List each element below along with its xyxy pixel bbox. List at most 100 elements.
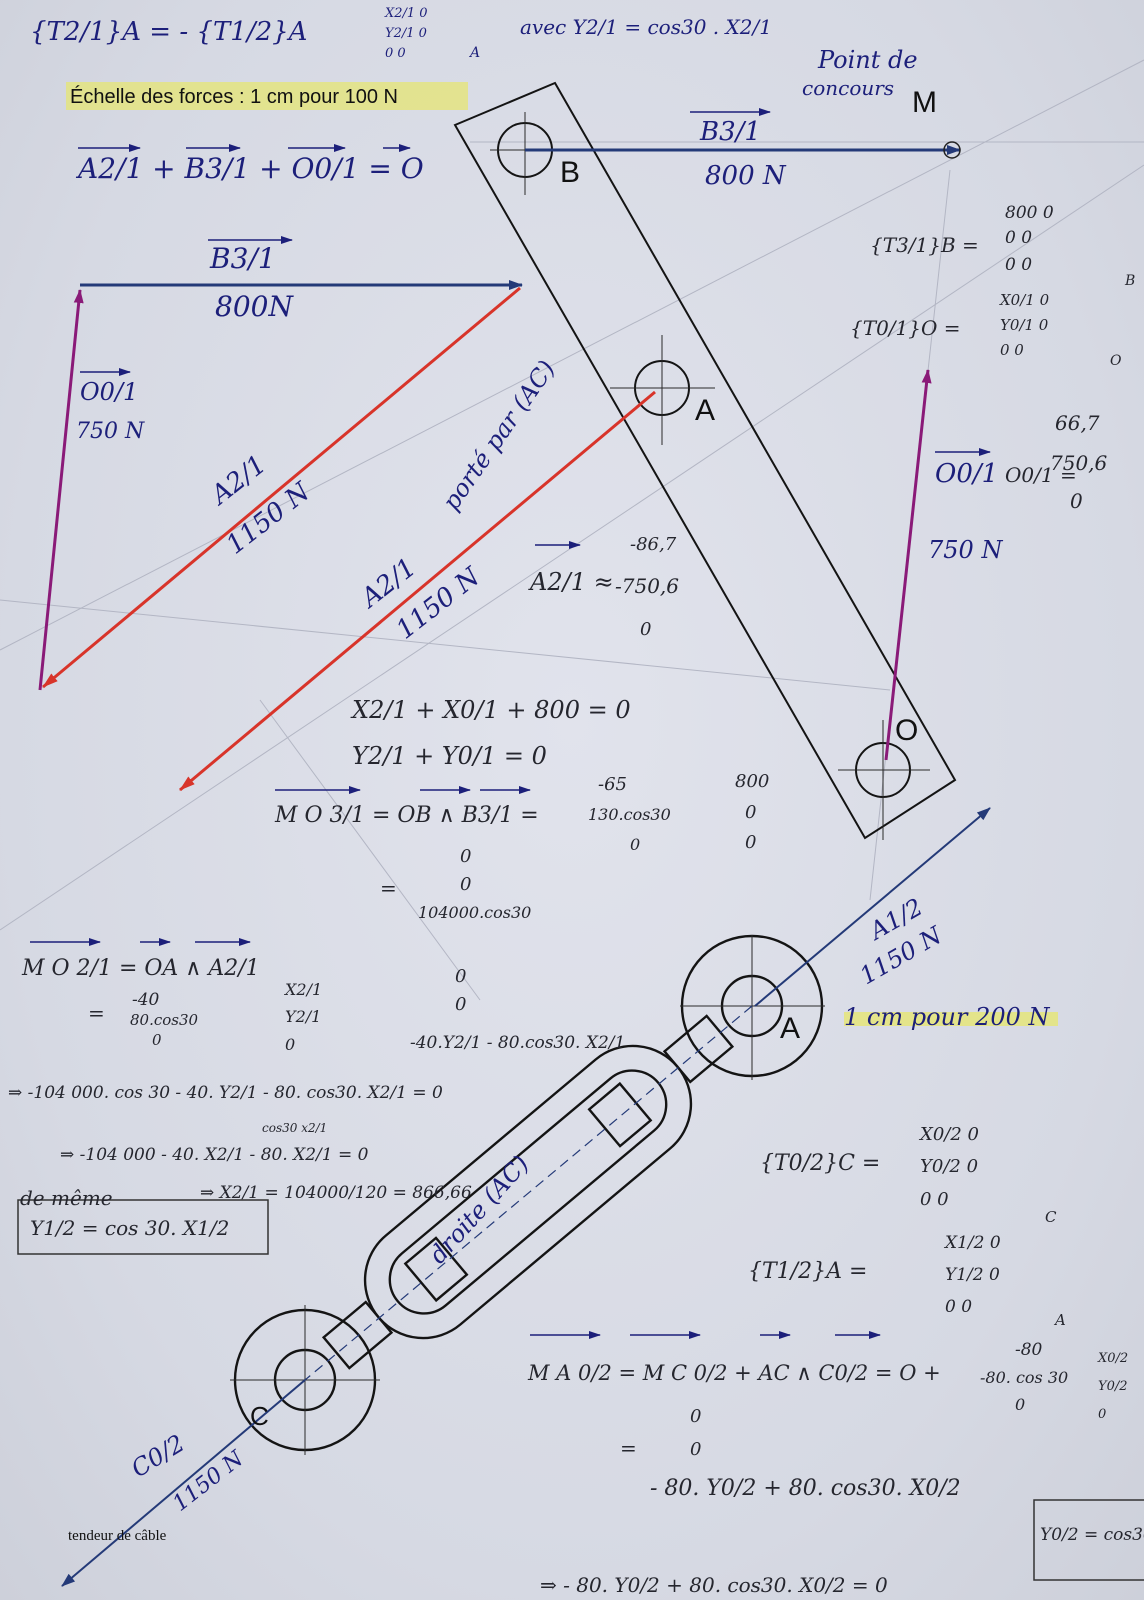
m-a02-r-y: 0 [690,1439,701,1460]
m-a02-v-z: 0 [1015,1395,1025,1414]
b31-poly-value: 800N [215,290,294,323]
line-104000-under: cos30 x2/1 [262,1121,327,1135]
caption: tendeur de câble [68,1528,167,1544]
m-o21-v1-z: 0 [152,1031,162,1049]
c02-label: C0/2 [126,1429,189,1483]
concourse-title1: Point de [817,46,918,74]
o01-right-label: O0/1 [935,459,998,489]
m-a02-r-x: 0 [690,1406,701,1427]
torsor-top-row2: Y2/1 0 [385,26,427,41]
o01-poly-value: 750 N [76,419,145,444]
ac-axis [304,1005,753,1381]
o01-vector-label: O0/1 = [1005,463,1077,487]
t02-row3: 0 0 [920,1189,949,1210]
m-o31-v2-y: 0 [745,802,756,823]
scale-highlight [66,82,468,110]
m-o31-v2-z: 0 [745,832,756,853]
m-a02-r-z: - 80. Y0/2 + 80. cos30. X0/2 [650,1476,961,1501]
t12-row2: Y1/2 0 [945,1265,1000,1285]
point-c: C [250,1401,269,1431]
t12-label: {T1/2}A = [748,1259,867,1284]
t31-label: {T3/1}B = [870,233,979,257]
equation-sum: A2/1 + B3/1 + O0/1 = O [75,152,424,185]
a21-vector-label: A2/1 ≈ [528,568,614,596]
b31-poly-label: B3/1 [209,242,276,275]
droite-ac: droite (AC) [424,1150,535,1269]
a21-line-arrow [179,390,656,792]
a12-arrow [754,807,991,1007]
torsor-top-row1: X2/1 0 [384,6,428,21]
m-o21-left: M O 2/1 = OA ∧ A2/1 [21,956,260,981]
m-a02-v2-y: Y0/2 [1098,1379,1128,1394]
scale2-highlight [844,1012,1058,1026]
o01-vector-y: 750,6 [1050,451,1108,475]
t12-row1: X1/2 0 [943,1233,1001,1253]
m-o21-v1-y: 80.cos30 [130,1011,199,1029]
eq2: Y2/1 + Y0/1 = 0 [352,742,547,770]
t01-row3: 0 0 [1000,341,1024,359]
de-meme: de même [20,1186,113,1210]
m-o21-r-y: 0 [455,994,466,1015]
c02-arrow [61,1379,306,1587]
b31-top-value: 800 N [705,161,787,191]
m-o21-v2-x: X2/1 [283,980,322,999]
m-a02-v2-z: 0 [1098,1407,1106,1422]
t01-label: {T0/1}O = [850,316,961,340]
x21-result: ⇒ X2/1 = 104000/120 = 866,66 [200,1183,472,1203]
m-o31-v1-z: 0 [630,835,640,854]
m-o21-v2-y: Y2/1 [285,1007,321,1026]
y02-box [1033,1499,1144,1581]
t01-row2: Y0/1 0 [1000,316,1049,334]
t02-index: C [1045,1208,1057,1226]
t01-row1: X0/1 0 [999,291,1050,309]
m-o21-eq-sign: = [88,1001,105,1025]
t02-label: {T0/2}C = [760,1151,880,1176]
point-b: B [560,156,580,189]
eq1: X2/1 + X0/1 + 800 = 0 [350,696,631,724]
m-a02-eq-sign: = [620,1436,637,1460]
o01-poly-arrow [38,289,84,691]
line-104000-b: ⇒ -104 000 - 40. X2/1 - 80. X2/1 = 0 [60,1145,369,1165]
o01-poly-label: O0/1 [80,378,138,406]
m-o21-r-z: -40.Y2/1 - 80.cos30. X2/1 [410,1033,625,1053]
m-a02-v-y: -80. cos 30 [980,1368,1068,1387]
t02-row2: Y0/2 0 [920,1156,978,1177]
line-104000: ⇒ -104 000. cos 30 - 40. Y2/1 - 80. cos3… [8,1083,443,1103]
point-o: O [895,714,918,747]
porte-par: porté par (AC) [437,355,561,515]
t31-row1: 800 0 [1005,203,1054,223]
m-o21-v2-z: 0 [285,1035,295,1054]
m-o31-r-y: 0 [460,874,471,895]
o01-right-arrow [884,369,932,761]
y12-box-text: Y1/2 = cos 30. X1/2 [30,1216,229,1240]
t31-row3: 0 0 [1005,255,1032,275]
b31-top-label: B3/1 [699,117,761,147]
torsor-top: {T2/1}A = - {T1/2}A [30,17,307,47]
t01-index: O [1110,353,1122,369]
scale-2: 1 cm pour 200 N [844,1003,1051,1031]
o01-right-value: 750 N [928,536,1003,564]
y02-box-text: Y0/2 = cos30. X0/2 [1040,1525,1144,1545]
concourse-point-label: M [912,86,937,119]
m-o31-left: M O 3/1 = OB ∧ B3/1 = [274,803,539,828]
a21-vector-y: -750,6 [615,574,679,598]
torsor-top-row3: 0 0 [385,46,406,61]
a21-vector-z: 0 [640,619,651,640]
t12-index: A [1053,1311,1066,1329]
point-a: A [695,394,715,427]
m-a02-v2-x: X0/2 [1097,1351,1128,1366]
concourse-point [943,141,961,159]
bottom-line: ⇒ - 80. Y0/2 + 80. cos30. X0/2 = 0 [540,1573,888,1597]
forces-scale: Échelle des forces : 1 cm pour 100 N [70,85,398,108]
y12-box [17,1199,269,1255]
m-o31-v1-y: 130.cos30 [588,805,671,824]
m-a02-v-x: -80 [1015,1340,1043,1360]
m-o31-v1-x: -65 [598,774,627,795]
m-o31-eq-sign: = [380,876,397,900]
o01-vector-z: 0 [1070,489,1083,513]
vector-overbars [30,108,991,1339]
o01-vector-x: 66,7 [1055,411,1100,435]
t02-row1: X0/2 0 [918,1124,979,1145]
t12-row3: 0 0 [945,1297,972,1317]
